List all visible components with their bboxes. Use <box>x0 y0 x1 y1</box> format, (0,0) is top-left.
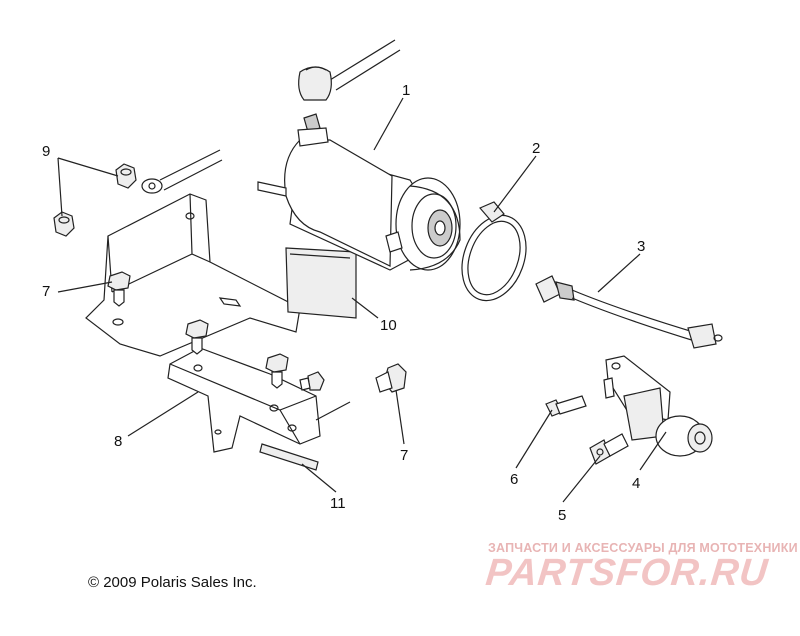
callout-1: 1 <box>402 82 410 99</box>
nut-9-lower <box>53 211 75 237</box>
screw-6 <box>545 395 587 417</box>
watermark-logo: PARTSFOR.RU <box>483 552 771 594</box>
pad-11 <box>259 443 319 471</box>
starter-cable <box>535 275 723 349</box>
callout-6: 6 <box>510 471 518 488</box>
ground-cable <box>141 149 223 194</box>
copyright-notice: © 2009 Polaris Sales Inc. <box>88 574 257 591</box>
callout-11: 11 <box>330 495 346 512</box>
hose-clamp <box>461 201 527 302</box>
callout-9: 9 <box>42 143 50 160</box>
starter-drive <box>603 355 713 457</box>
starter-motor <box>257 113 461 271</box>
pad-10 <box>285 247 357 319</box>
leader-lines <box>57 97 667 503</box>
callout-10: 10 <box>380 317 397 334</box>
callout-5: 5 <box>558 507 566 524</box>
callout-3: 3 <box>637 238 645 255</box>
callout-7-right: 7 <box>400 447 408 464</box>
callout-7-left: 7 <box>42 283 50 300</box>
bolt-7-flange <box>375 363 407 393</box>
bolt-7-right <box>265 353 289 389</box>
screw-5 <box>589 433 629 465</box>
callout-8: 8 <box>114 433 122 450</box>
callout-2: 2 <box>532 140 540 157</box>
bolt-7-middle <box>185 319 209 355</box>
bolt-7-flange-small <box>299 371 325 391</box>
lower-bracket <box>167 347 351 453</box>
bolt-7-left <box>107 271 131 307</box>
battery-cable-top <box>298 39 401 101</box>
watermark-tagline: ЗАПЧАСТИ И АКСЕССУАРЫ ДЛЯ МОТОТЕХНИКИ <box>488 541 798 555</box>
nut-9-upper <box>115 163 137 189</box>
callout-4: 4 <box>632 475 640 492</box>
